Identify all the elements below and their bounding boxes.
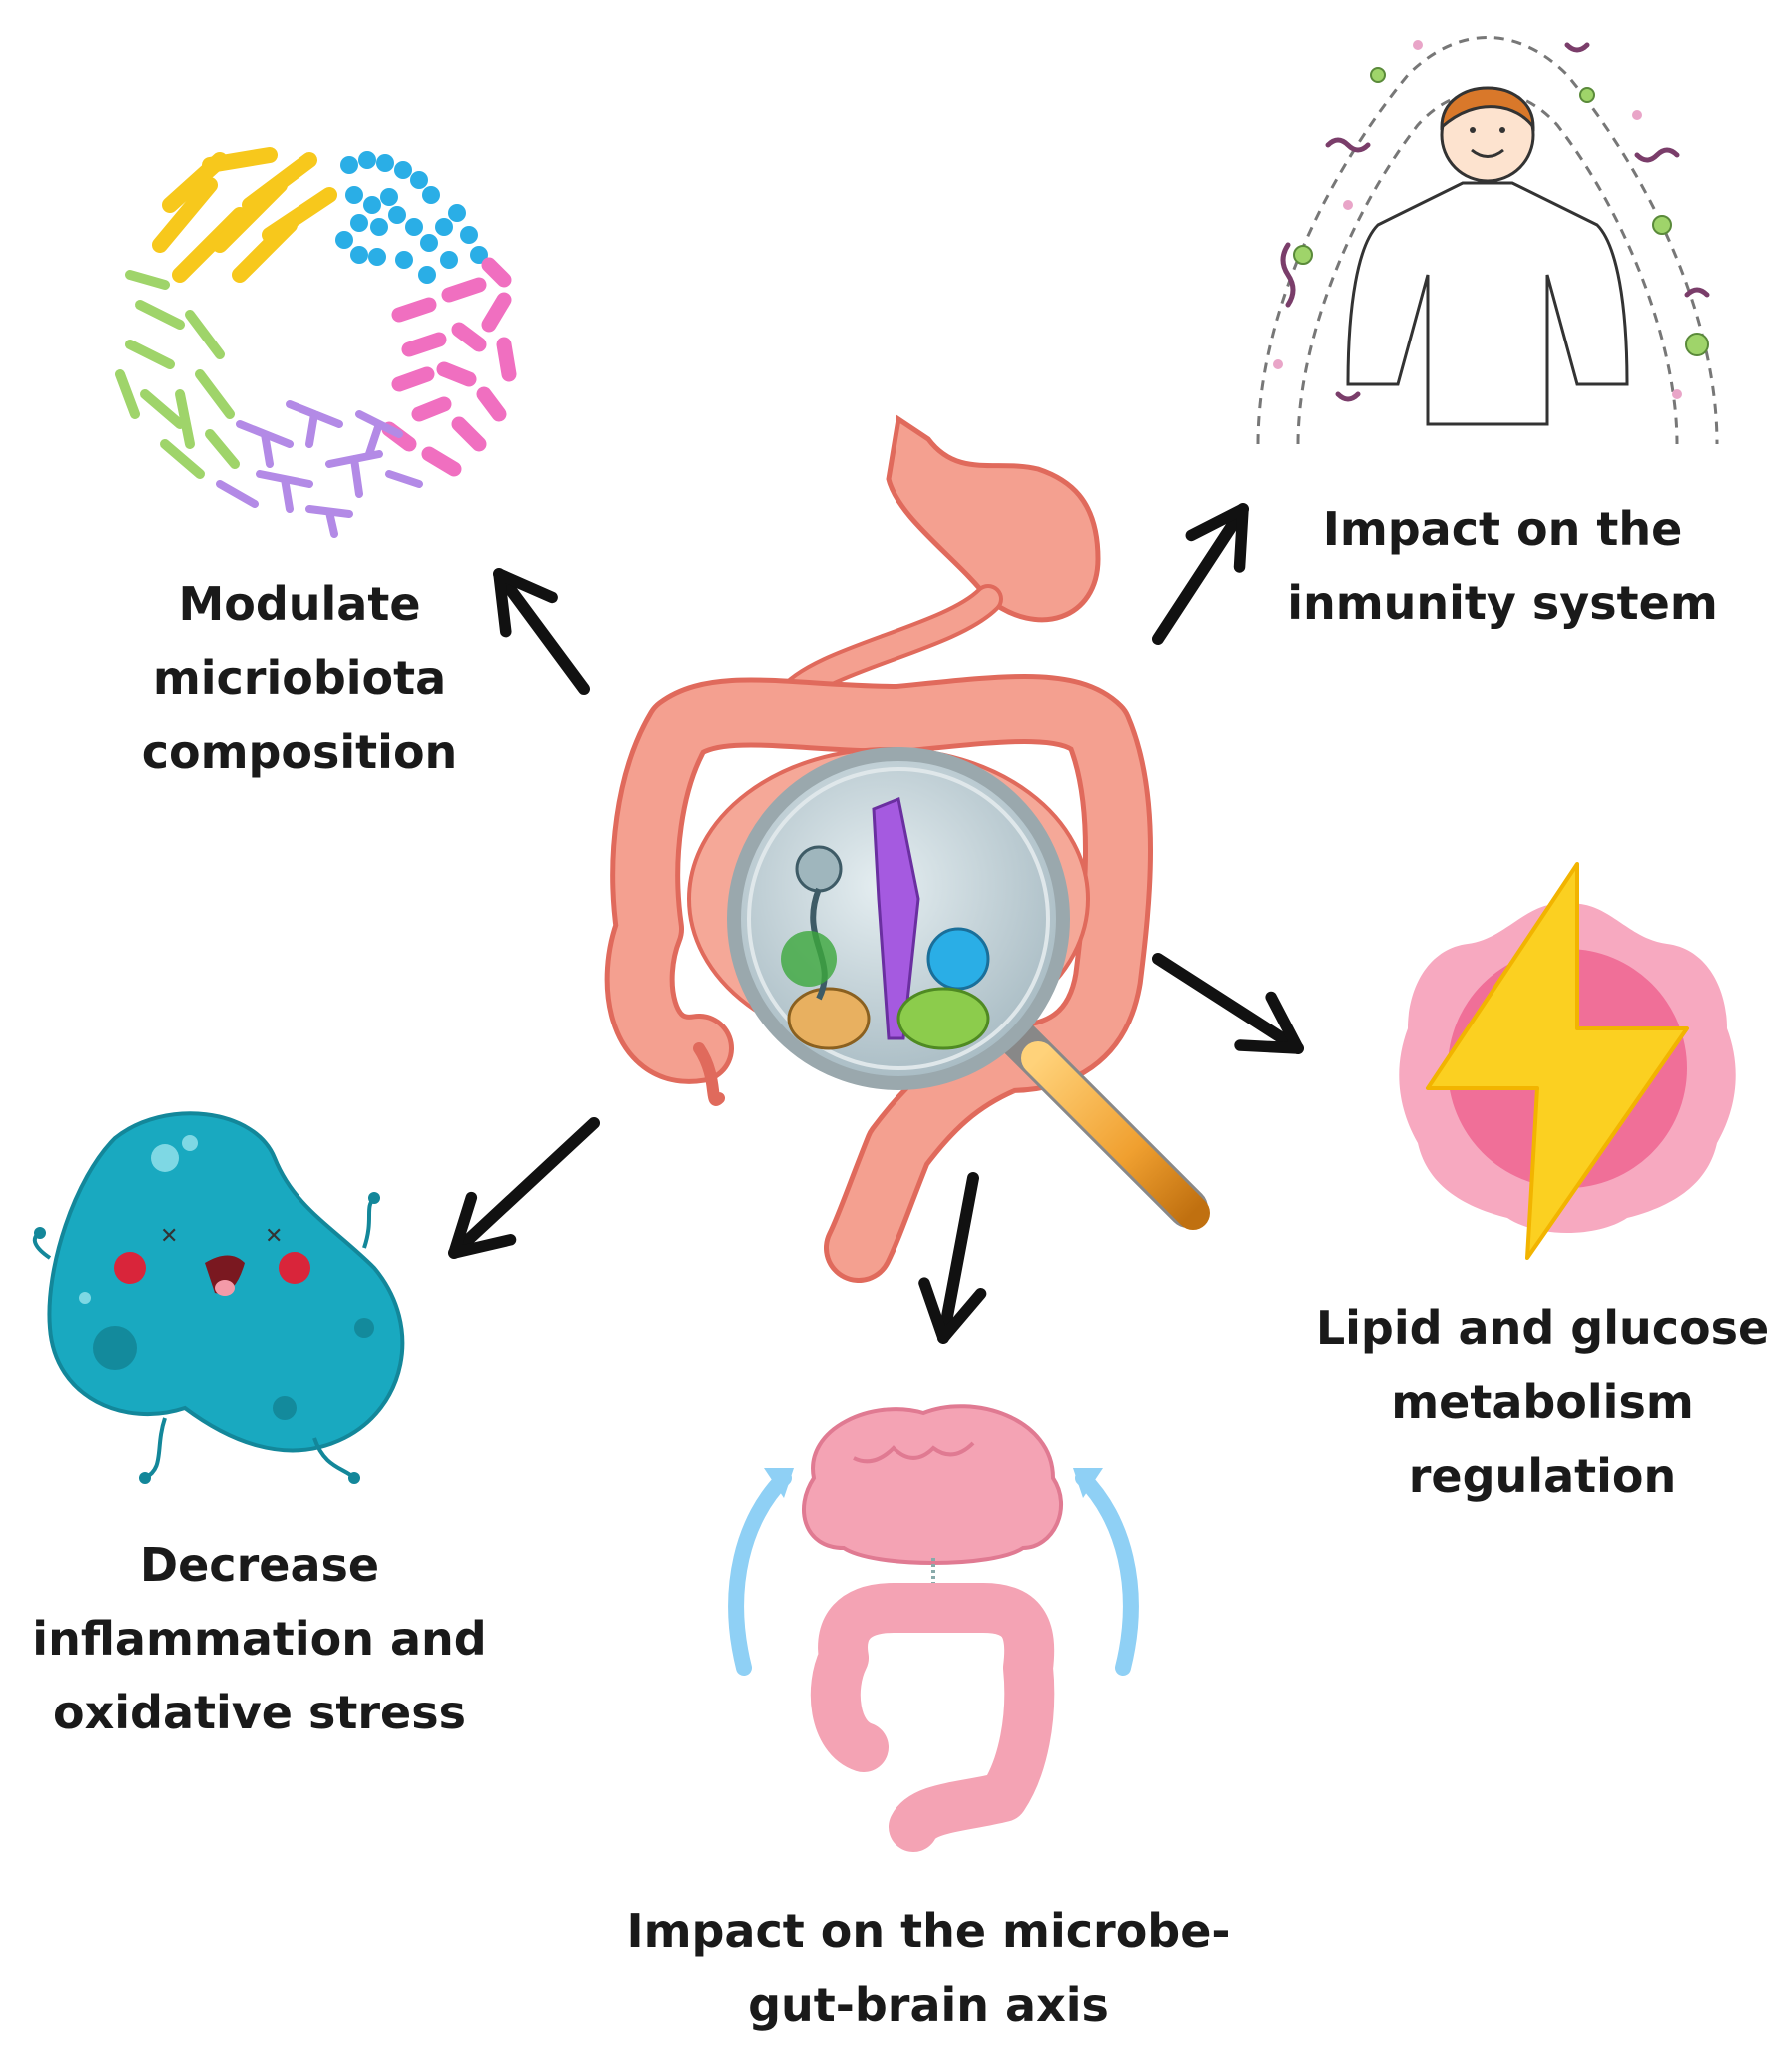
blue-cocci-bacteria: [335, 151, 488, 284]
germ-particles: [1280, 42, 1710, 402]
label-gut-brain: Impact on the microbe- gut-brain axis: [626, 1904, 1231, 2032]
arrow-to-immunity: [1152, 503, 1249, 645]
yellow-rod-bacteria: [152, 147, 337, 283]
label-metabolism: Lipid and glucose metabolism regulation: [1315, 1301, 1770, 1503]
stomach: [886, 414, 1101, 623]
left-cheek: [114, 1252, 146, 1284]
label-microbiota: Modulate micriobiota composition: [141, 577, 458, 779]
arrow-to-metabolism: [1152, 953, 1304, 1054]
magnifying-glass-icon: [727, 747, 1210, 1230]
purple-microbe: [872, 796, 920, 1040]
person-body: [1346, 181, 1629, 426]
metabolism-bolt-illustration: [1399, 862, 1736, 1260]
arrow-to-gut-brain: [918, 1172, 987, 1344]
label-inflammation: Decrease inflammation and oxidative stre…: [32, 1538, 487, 1739]
green-rod-bacteria: [115, 270, 240, 479]
arrow-to-inflammation: [448, 1117, 600, 1259]
sick-bacterium-illustration: ✕ ✕: [32, 1111, 405, 1484]
immunity-person-illustration: [1256, 36, 1719, 445]
blue-microbe: [926, 927, 990, 991]
shield-outline-inner: [1296, 89, 1679, 445]
person-hair: [1440, 86, 1535, 132]
purple-branched-bacteria: [216, 400, 423, 538]
label-immunity: Impact on the inmunity system: [1287, 502, 1718, 630]
pink-capsule-bacteria: [381, 257, 517, 477]
green-microbe: [896, 987, 990, 1050]
gut-brain-axis-illustration: [728, 1404, 1139, 1852]
left-cycle-arrow: [728, 1470, 792, 1676]
svg-text:✕: ✕: [160, 1224, 178, 1249]
right-cheek: [279, 1252, 310, 1284]
orange-microbe: [787, 987, 871, 1050]
microbiota-ring-illustration: [115, 147, 517, 538]
right-cycle-arrow: [1075, 1470, 1139, 1676]
bacterium-mouth: [205, 1255, 245, 1294]
arrow-to-microbiota: [493, 568, 590, 695]
colon-icon: [810, 1583, 1055, 1852]
svg-text:✕: ✕: [265, 1224, 283, 1249]
brain-icon: [802, 1404, 1064, 1565]
arrows: [448, 503, 1304, 1344]
shield-outline-outer: [1256, 36, 1719, 445]
lightning-bolt-icon: [1426, 862, 1689, 1260]
